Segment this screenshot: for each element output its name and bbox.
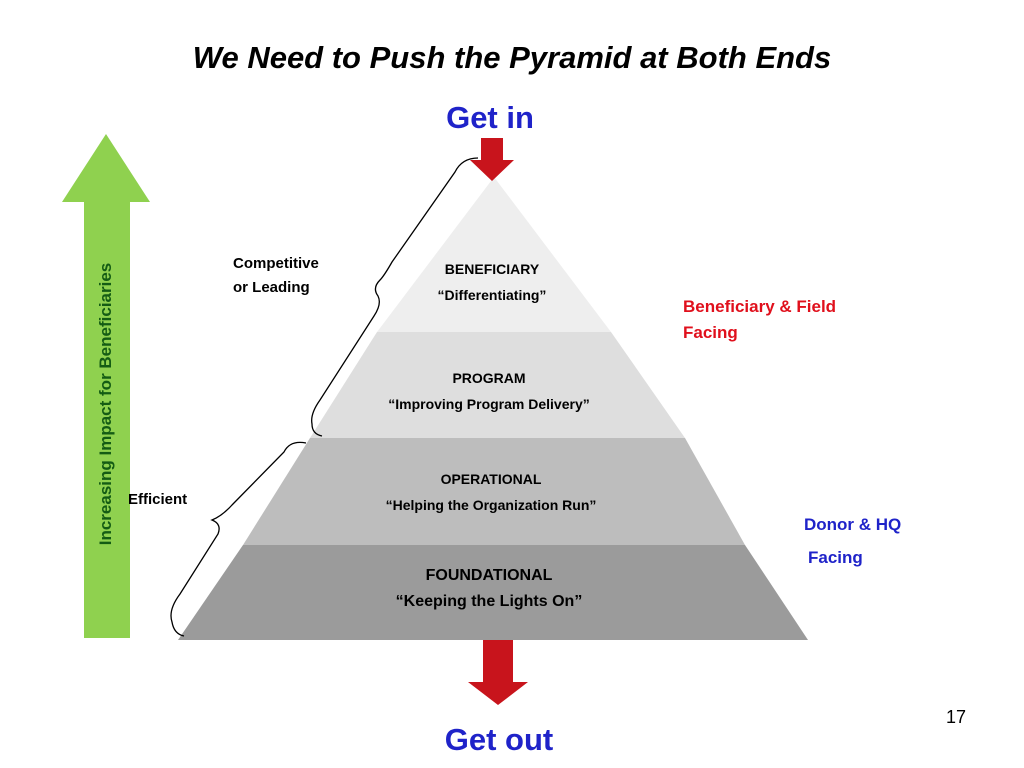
tier-operational-name: OPERATIONAL bbox=[440, 471, 542, 487]
competitive-label-line2: or Leading bbox=[233, 279, 310, 296]
tier-operational-quote: “Helping the Organization Run” bbox=[385, 497, 597, 513]
tier-beneficiary-text: BENEFICIARY “Differentiating” bbox=[394, 261, 590, 303]
slide-title: We Need to Push the Pyramid at Both Ends bbox=[192, 40, 832, 75]
competitive-label-line1: Competitive bbox=[233, 255, 319, 272]
get-in-arrow bbox=[470, 138, 514, 181]
page-number: 17 bbox=[946, 707, 967, 727]
impact-arrow-label: Increasing Impact for Beneficiaries bbox=[96, 262, 115, 546]
lower-bracket bbox=[170, 441, 307, 637]
tier-operational-text: OPERATIONAL “Helping the Organization Ru… bbox=[321, 471, 661, 513]
tier-program-quote: “Improving Program Delivery” bbox=[388, 396, 590, 412]
get-in-label: Get in bbox=[446, 100, 534, 135]
tier-program-name: PROGRAM bbox=[452, 370, 526, 386]
pyramid-tier-program bbox=[310, 332, 685, 438]
field-facing-line2: Facing bbox=[683, 323, 738, 342]
efficient-label: Efficient bbox=[128, 491, 188, 508]
tier-foundational-name: FOUNDATIONAL bbox=[425, 567, 553, 584]
get-out-label: Get out bbox=[444, 722, 554, 757]
donor-facing-line1: Donor & HQ bbox=[804, 515, 902, 534]
donor-facing-line2: Facing bbox=[808, 548, 863, 567]
get-out-arrow bbox=[468, 640, 528, 705]
tier-beneficiary-name: BENEFICIARY bbox=[444, 261, 540, 277]
field-facing-line1: Beneficiary & Field bbox=[683, 297, 837, 316]
pyramid-tier-beneficiary bbox=[377, 177, 611, 332]
tier-beneficiary-quote: “Differentiating” bbox=[437, 287, 547, 303]
tier-foundational-quote: “Keeping the Lights On” bbox=[395, 593, 583, 610]
tier-foundational-text: FOUNDATIONAL “Keeping the Lights On” bbox=[329, 567, 649, 611]
upper-bracket bbox=[311, 157, 479, 437]
pyramid-tier-foundational bbox=[178, 545, 808, 640]
tier-program-text: PROGRAM “Improving Program Delivery” bbox=[339, 370, 639, 412]
field-facing-label: Beneficiary & Field Facing bbox=[683, 294, 836, 346]
impact-arrow-up bbox=[62, 134, 150, 638]
pyramid-tier-operational bbox=[243, 438, 745, 545]
competitive-label: Competitive or Leading bbox=[233, 252, 319, 300]
